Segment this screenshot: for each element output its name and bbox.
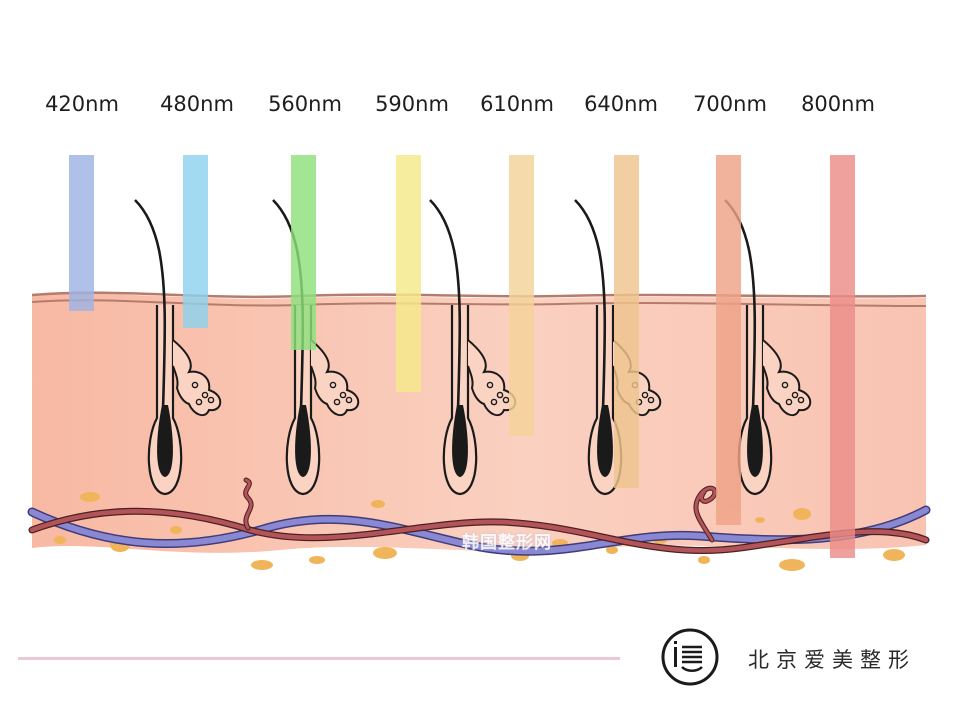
footer-divider <box>18 657 620 660</box>
light-bar-590 <box>396 155 421 392</box>
light-bar-800 <box>830 155 855 558</box>
light-bar-480 <box>183 155 208 328</box>
light-bar-420 <box>69 155 94 311</box>
brand-logo-icon <box>660 627 720 687</box>
light-bar-640 <box>614 155 639 488</box>
watermark: 韩国整形网 <box>462 528 552 553</box>
light-bar-700 <box>716 155 741 525</box>
light-bar-610 <box>509 155 534 436</box>
epidermis-line <box>32 293 926 297</box>
light-bar-560 <box>291 155 316 350</box>
brand-name: 北京爱美整形 <box>748 644 916 674</box>
